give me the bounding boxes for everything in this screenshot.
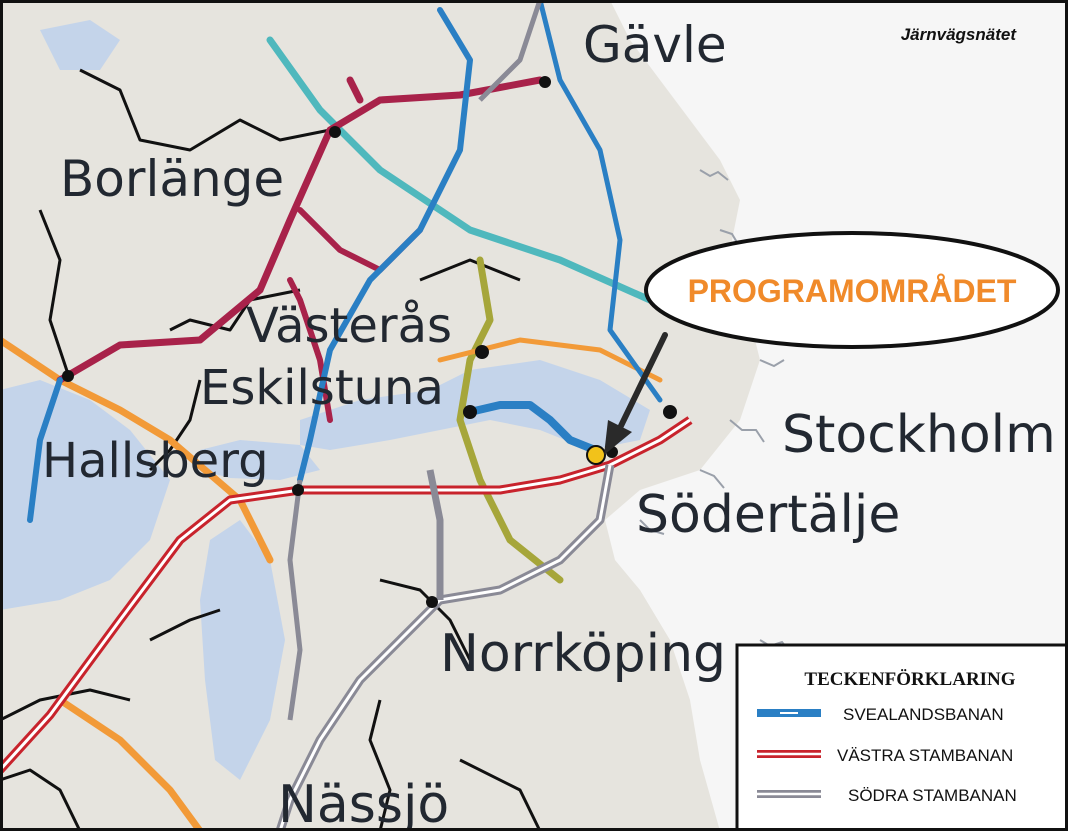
legend-box [735,643,1068,831]
city-label-gavle: Gävle [583,16,727,74]
station-borlange [329,126,341,138]
rail-sodra-stambanan [275,0,615,831]
programomradet-marker [586,445,606,465]
city-label-eskilstuna: Eskilstuna [200,360,444,416]
regional-borders [0,68,542,831]
station-eskilstuna [463,405,477,419]
city-label-stockholm: Stockholm [782,405,1056,465]
lake-vattern [200,520,285,780]
lake-siljan [40,20,120,70]
rail-svealandsbanan [466,401,604,456]
other-rail-lines [0,0,663,831]
callout-label: PROGRAMOMRÅDET [688,273,1017,309]
station-gavle [539,76,551,88]
legend: TECKENFÖRKLARING SVEALANDSBANAN VÄSTRA S… [735,643,1068,831]
city-label-borlange: Borlänge [60,150,284,208]
legend-label-svealandsbanan: SVEALANDSBANAN [843,705,1004,724]
callout-arrow [604,332,668,455]
station-nodes [62,76,677,608]
station-norrkoping [426,596,438,608]
city-label-norrkoping: Norrköping [440,624,726,684]
lake-hjalmaren [200,440,320,480]
city-label-vasteras: Västerås [246,298,452,354]
city-label-nassjo: Nässjö [278,775,449,831]
legend-label-vastra-stambanan: VÄSTRA STAMBANAN [837,746,1013,765]
station-hallsberg-junction [292,484,304,496]
callout-ellipse [644,231,1060,349]
map-title: Järnvägsnätet [901,25,1018,44]
sea-area [605,0,1068,831]
legend-item-vastra-stambanan: VÄSTRA STAMBANAN [757,746,1013,765]
station-hallsberg [62,370,74,382]
legend-label-sodra-stambanan: SÖDRA STAMBANAN [848,786,1017,805]
city-label-hallsberg: Hallsberg [42,433,269,489]
legend-item-sodra-stambanan: SÖDRA STAMBANAN [757,786,1017,805]
city-labels: Gävle Borlänge Västerås Eskilstuna Halls… [42,16,1056,831]
legend-title: TECKENFÖRKLARING [804,669,1015,690]
city-label-sodertalje: Södertälje [636,485,900,545]
station-vasteras [475,345,489,359]
rail-vastra-stambanan [0,416,693,774]
legend-item-svealandsbanan: SVEALANDSBANAN [757,705,1004,724]
station-stockholm [663,405,677,419]
